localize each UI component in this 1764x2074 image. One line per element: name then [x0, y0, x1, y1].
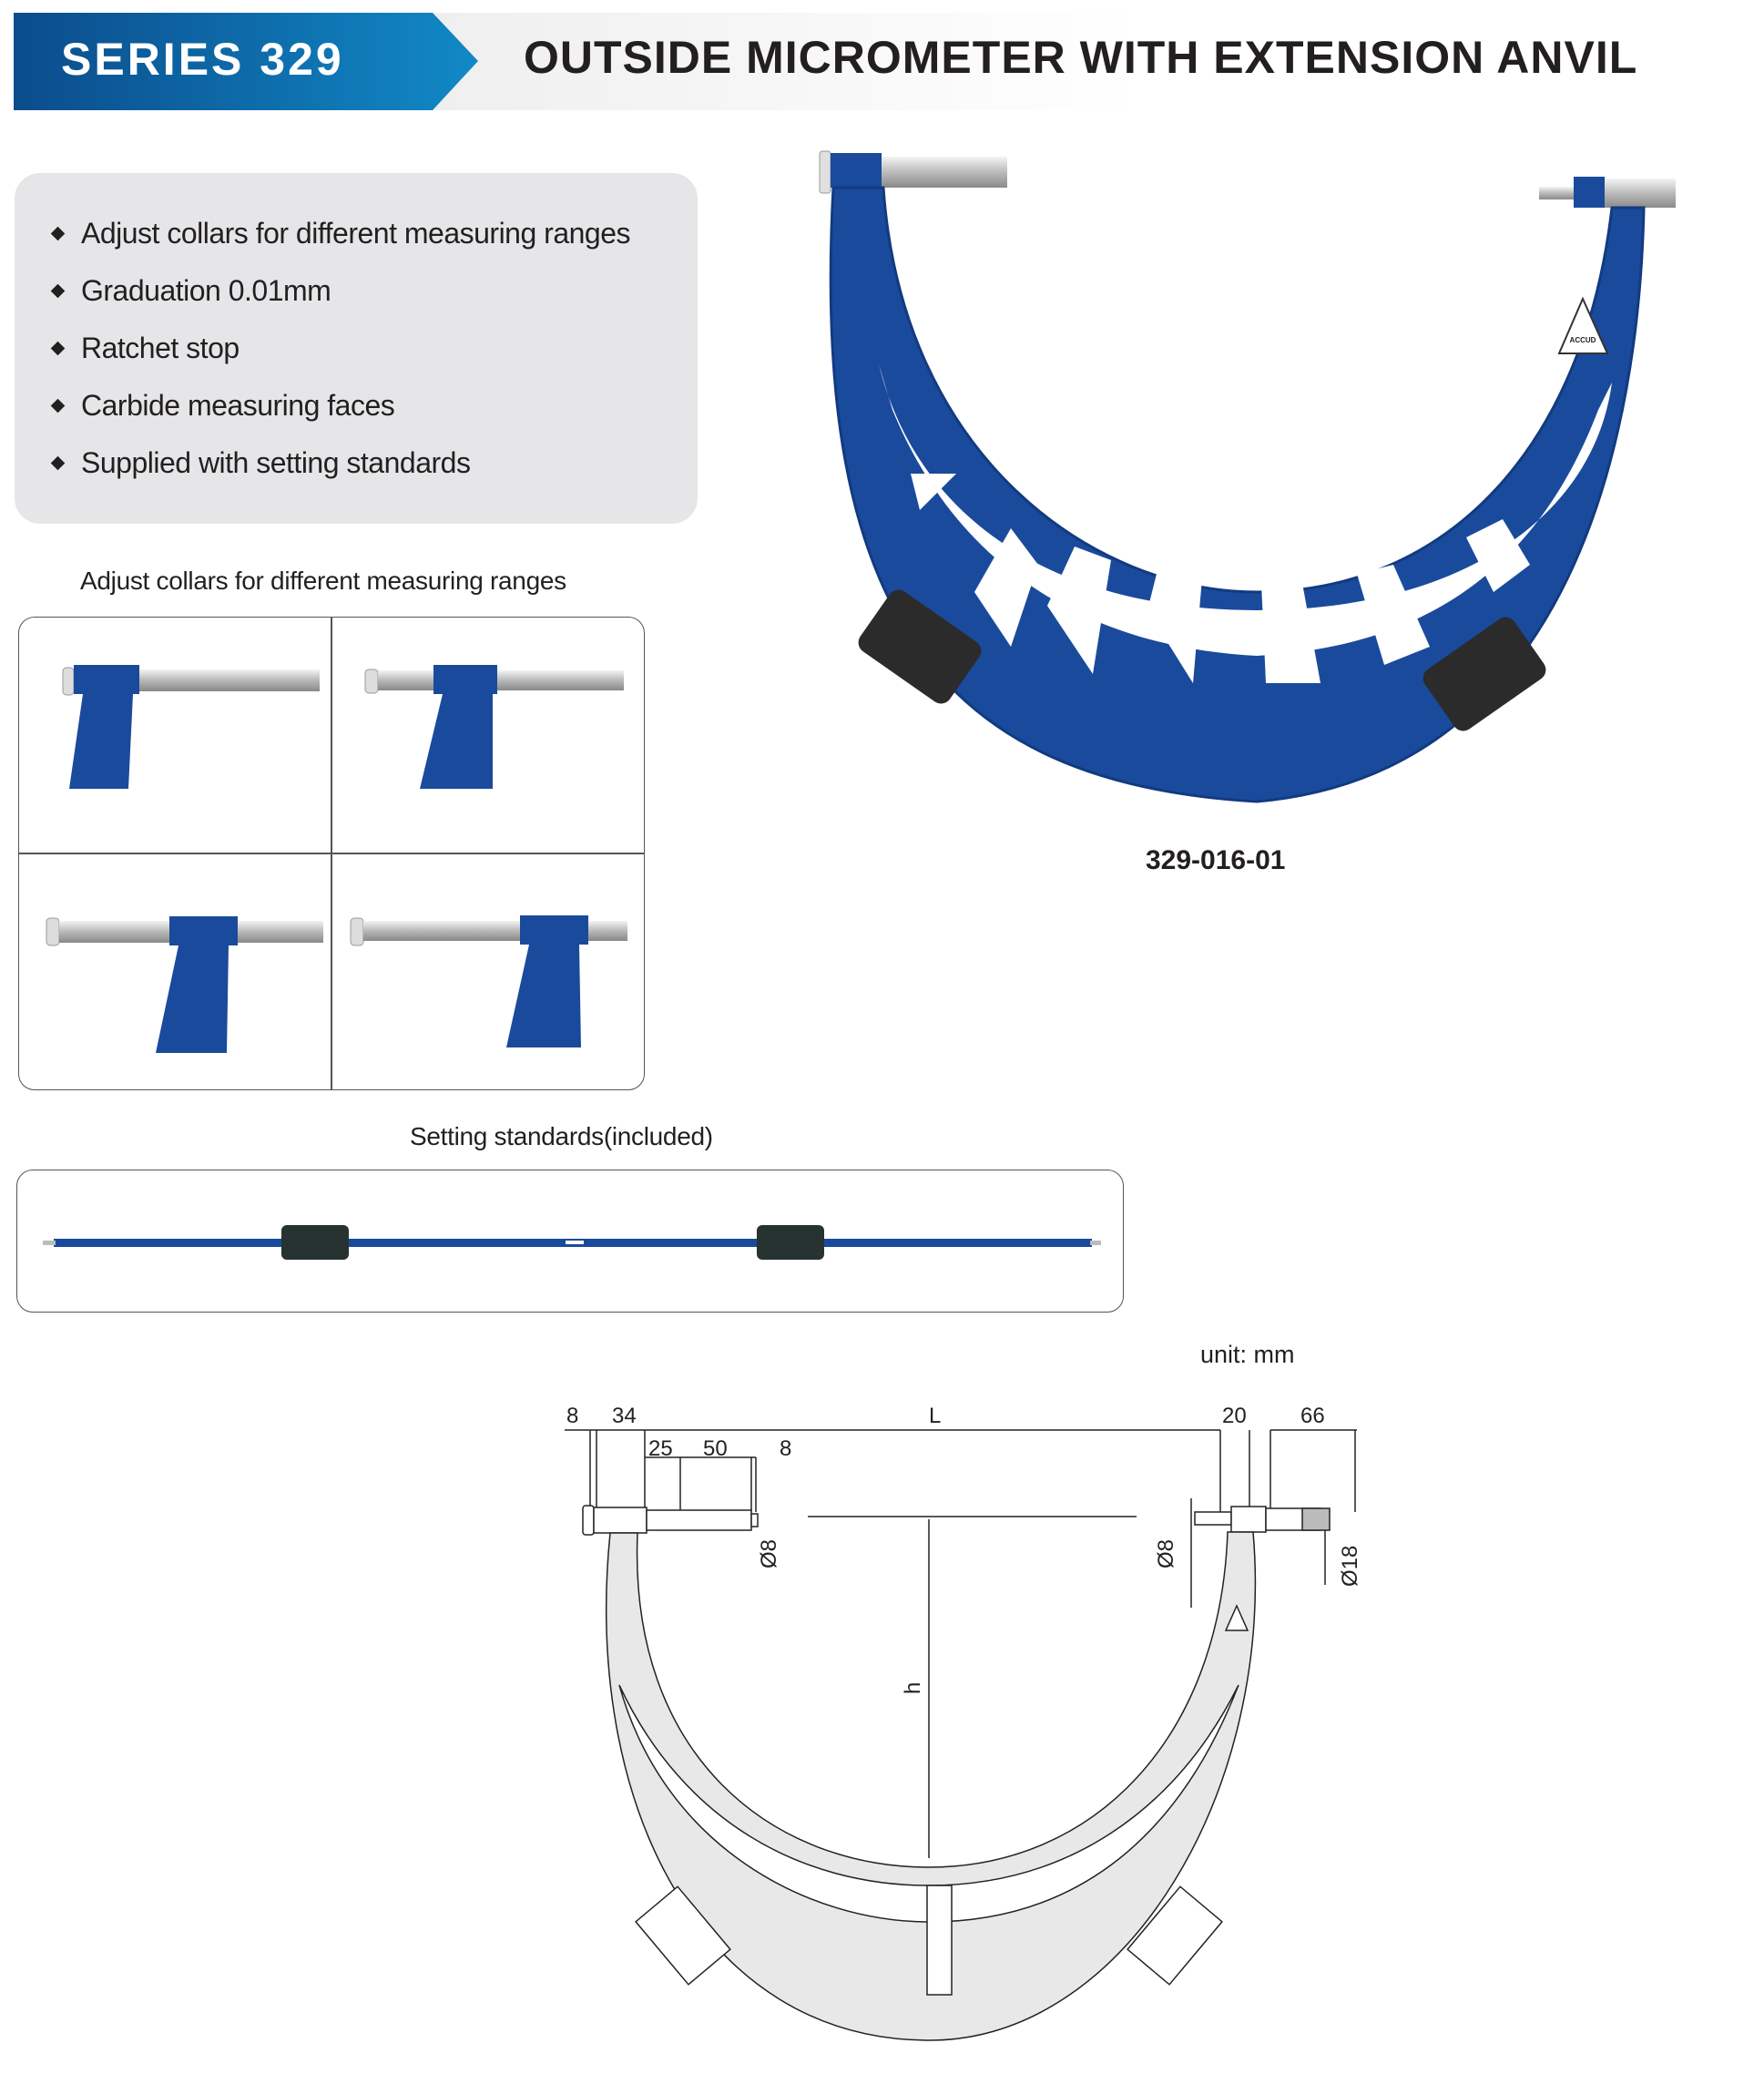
setting-standards-box [16, 1170, 1124, 1313]
unit-label: unit: mm [1200, 1341, 1295, 1368]
part-number: 329-016-01 [1146, 845, 1286, 875]
feature-item: Ratchet stop [50, 332, 240, 365]
feature-item: Graduation 0.01mm [50, 274, 331, 308]
grid-divider-horizontal [19, 853, 644, 854]
dim-34: 34 [612, 1404, 637, 1428]
setting-standard-rod [43, 1225, 1101, 1260]
micrometer-photo: ACCUD [819, 150, 1676, 803]
bullet-icon [50, 283, 66, 299]
bullet-icon [50, 341, 66, 356]
feature-list: Adjust collars for different measuring r… [15, 173, 698, 524]
feature-text: Ratchet stop [81, 332, 240, 364]
brand-logo: ACCUD [1557, 296, 1609, 354]
brand-mark-text: ACCUD [1570, 336, 1596, 344]
dim-66: 66 [1300, 1404, 1325, 1428]
collar-config-images [46, 665, 627, 1053]
adjust-collar-right [1422, 617, 1546, 731]
dim-L: L [929, 1404, 941, 1428]
feature-text: Graduation 0.01mm [81, 274, 331, 307]
collar-config-2 [364, 665, 624, 789]
page-title: OUTSIDE MICROMETER WITH EXTENSION ANVIL [524, 32, 1638, 83]
dim-25: 25 [648, 1436, 673, 1461]
collar-config-3 [46, 916, 323, 1053]
bullet-icon [50, 455, 66, 471]
dim-dia8-right: Ø8 [1154, 1539, 1178, 1568]
feature-text: Supplied with setting standards [81, 446, 471, 479]
dim-20: 20 [1222, 1404, 1247, 1428]
feature-item: Adjust collars for different measuring r… [50, 217, 631, 250]
adjust-collar-left [858, 589, 982, 704]
collar-config-1 [62, 665, 320, 789]
standards-caption: Setting standards(included) [410, 1122, 713, 1150]
bullet-icon [50, 398, 66, 414]
dim-dia8-left: Ø8 [757, 1539, 781, 1568]
dim-h: h [901, 1682, 925, 1694]
feature-text: Adjust collars for different measuring r… [81, 217, 631, 250]
series-label: SERIES 329 [61, 34, 344, 85]
collar-configurations-grid [18, 617, 645, 1090]
series-badge: SERIES 329 [14, 13, 478, 110]
collars-caption: Adjust collars for different measuring r… [80, 567, 566, 595]
dim-8-left: 8 [566, 1404, 578, 1428]
dim-8-right: 8 [780, 1436, 791, 1461]
dim-dia18: Ø18 [1338, 1546, 1362, 1587]
feature-item: Supplied with setting standards [50, 446, 471, 480]
technical-drawing: 8 34 L 20 66 25 50 8 Ø8 Ø8 Ø18 h [565, 1404, 1362, 2041]
feature-text: Carbide measuring faces [81, 389, 395, 422]
feature-item: Carbide measuring faces [50, 389, 395, 423]
bullet-icon [50, 226, 66, 241]
dim-50: 50 [703, 1436, 728, 1461]
collar-config-4 [350, 915, 627, 1047]
